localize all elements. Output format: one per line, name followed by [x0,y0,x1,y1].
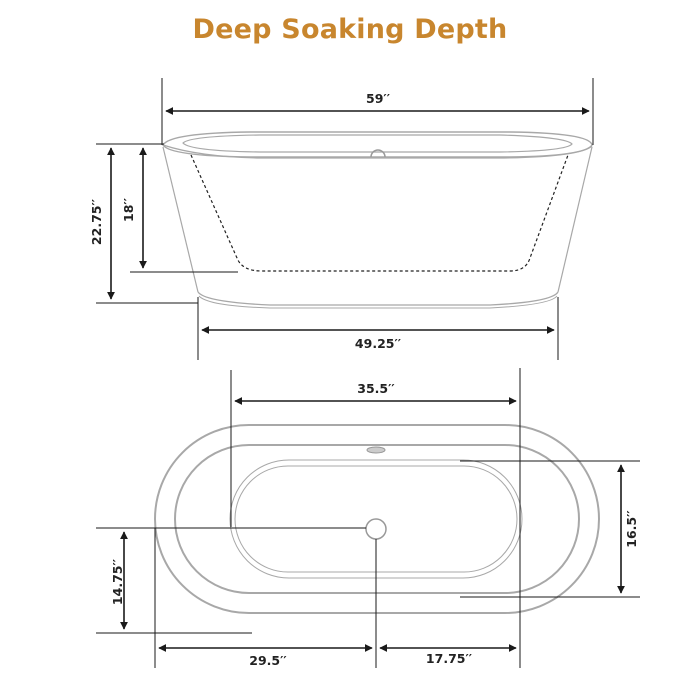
side-elevation-view: 59′′ 22.75′′ 18′′ 49.25′′ [89,78,594,360]
water-depth-label: 18′′ [121,198,136,222]
interior-width-label: 16.5′′ [624,510,639,547]
overflow-icon [370,149,386,158]
drain-to-left-end-label: 29.5′′ [249,653,286,668]
drain-to-right-interior-label: 17.75′′ [426,651,472,666]
interior-depth-profile [190,154,569,272]
drain-to-edge-label: 14.75′′ [110,559,125,605]
tub-side-body [162,131,593,309]
overall-height-label: 22.75′′ [89,199,104,245]
page-title: Deep Soaking Depth [192,14,508,45]
drain-icon [365,518,387,540]
interior-length-label: 35.5′′ [357,381,394,396]
plan-extension-lines [96,368,640,668]
side-extension-lines [96,78,594,360]
overall-length-label: 59′′ [366,91,390,106]
tub-plan-outline [154,424,600,614]
top-plan-view: 35.5′′ 16.5′′ 14.75′′ 29.5′′ 17.75′′ [96,368,640,668]
overflow-slot-icon [366,446,386,454]
base-length-label: 49.25′′ [355,336,401,351]
